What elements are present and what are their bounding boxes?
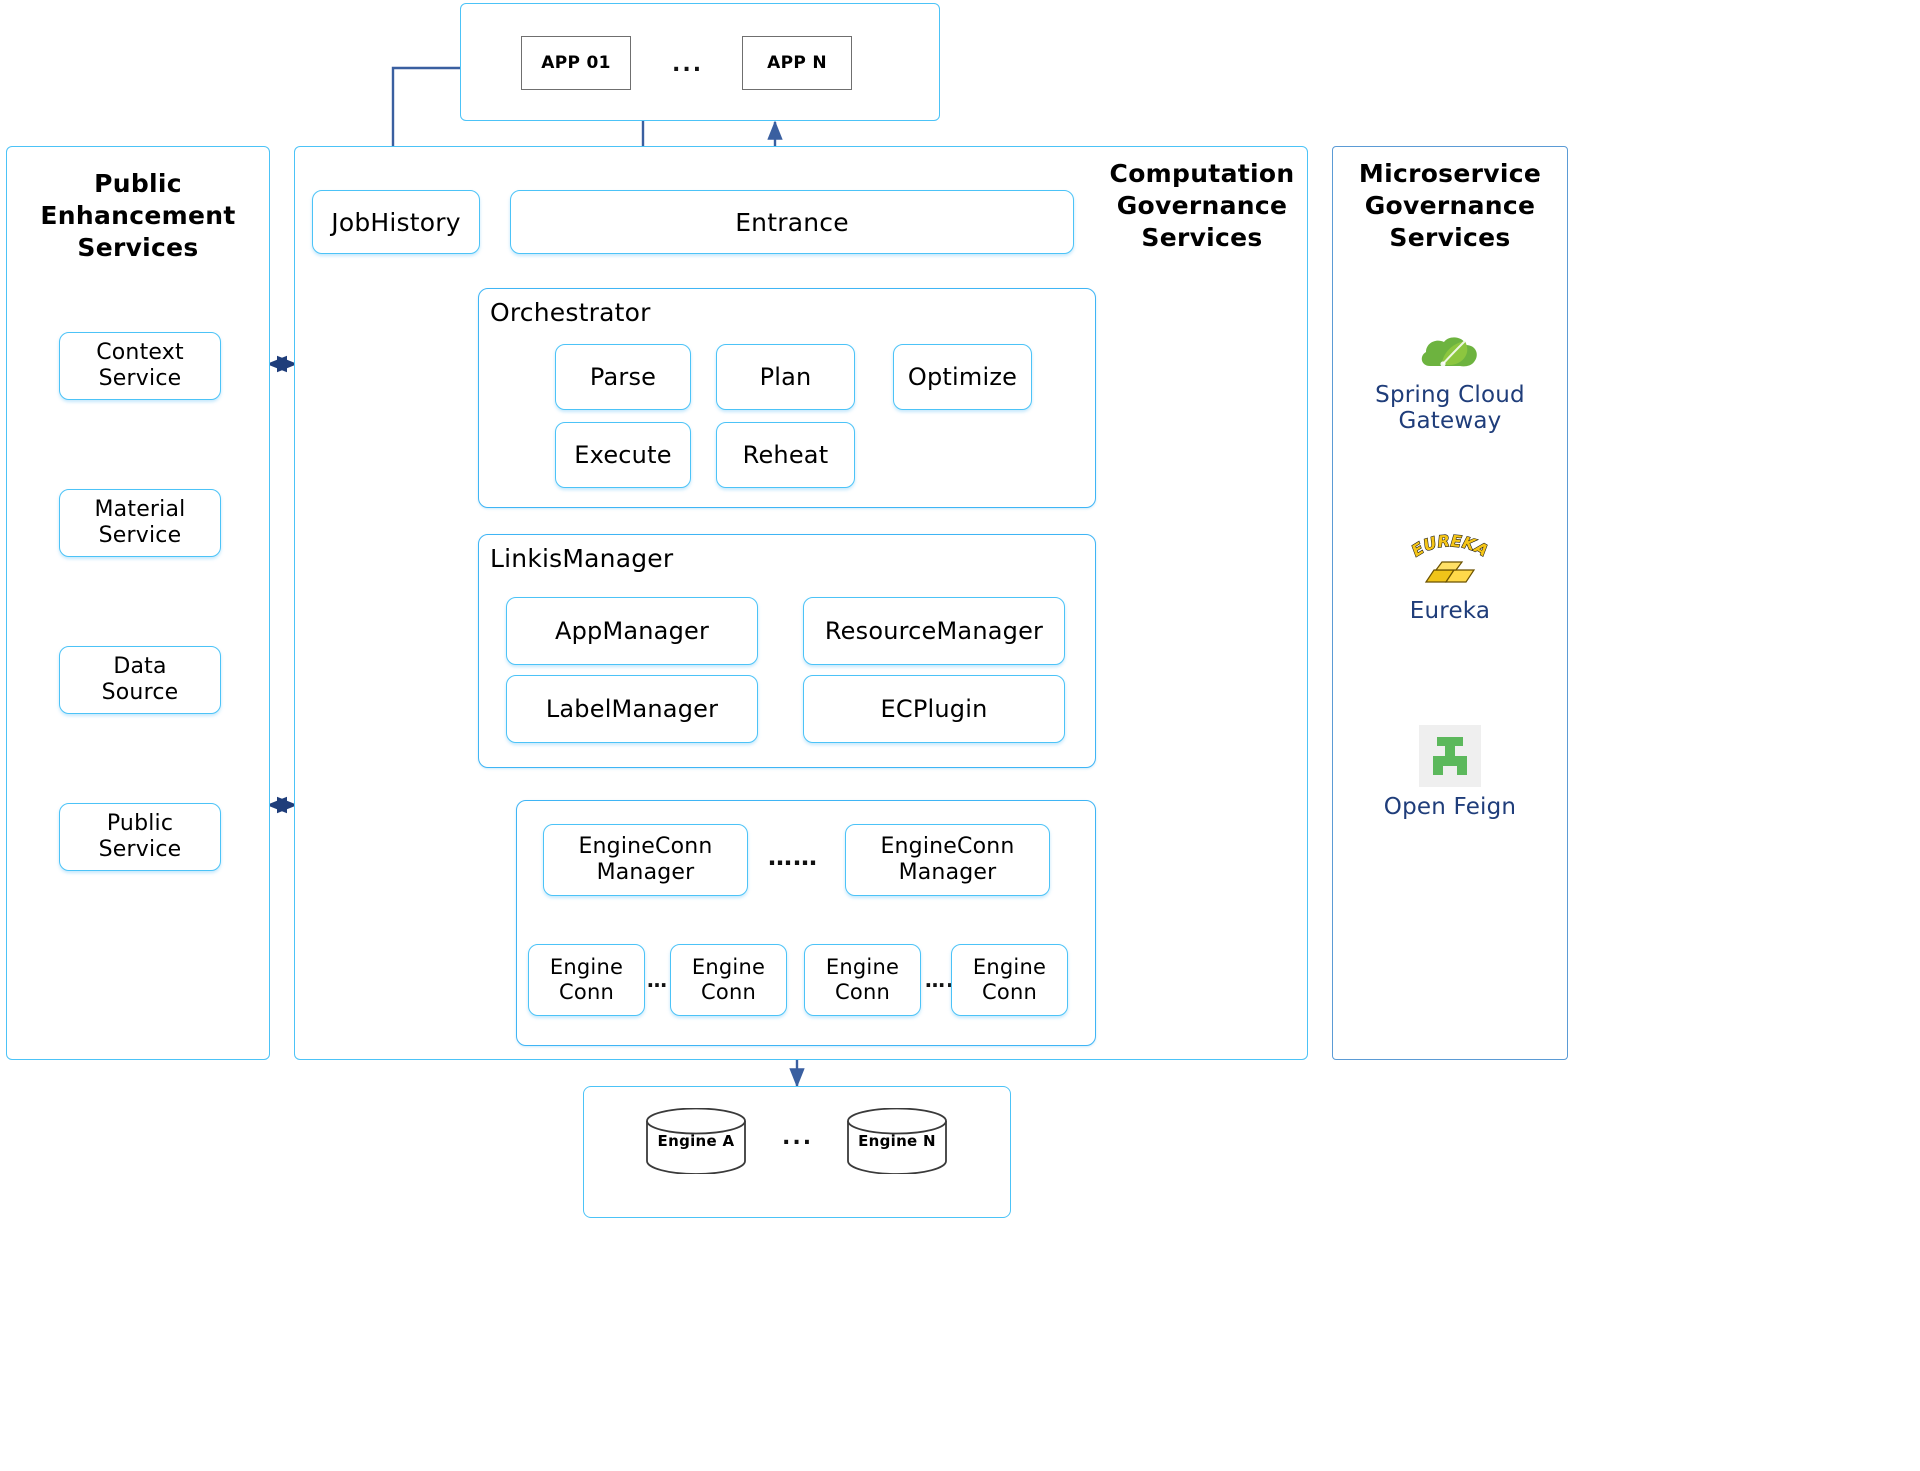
orchestrator-plan-label: Plan <box>759 363 812 391</box>
engineconn-4-node[interactable]: Engine Conn <box>951 944 1068 1016</box>
engineconn-2-node[interactable]: Engine Conn <box>670 944 787 1016</box>
app-n-label: APP N <box>767 53 827 73</box>
open-feign-icon <box>1332 722 1568 790</box>
labelmanager-node[interactable]: LabelManager <box>506 675 758 743</box>
spring-cloud-gateway-item[interactable]: Spring Cloud Gateway <box>1332 332 1568 435</box>
context-service-node[interactable]: Context Service <box>59 332 221 400</box>
labelmanager-label: LabelManager <box>545 695 719 723</box>
orchestrator-parse-node[interactable]: Parse <box>555 344 691 410</box>
engineconn-1-label: Engine Conn <box>549 954 624 1004</box>
appmanager-label: AppManager <box>554 617 710 645</box>
spring-cloud-leaf-icon <box>1332 332 1568 378</box>
material-service-node[interactable]: Material Service <box>59 489 221 557</box>
context-service-label: Context Service <box>96 339 184 391</box>
engine-a-cylinder[interactable]: Engine A <box>644 1107 748 1175</box>
linkismanager-title: LinkisManager <box>490 544 674 573</box>
eureka-gold-bars-icon: EUREKA <box>1332 530 1568 592</box>
engine-n-label: Engine N <box>858 1132 936 1150</box>
engineconn-manager-2-label: EngineConn Manager <box>880 833 1015 885</box>
apps-ellipsis: ... <box>672 52 704 77</box>
cylinder-icon <box>847 1107 947 1175</box>
orchestrator-reheat-label: Reheat <box>742 441 829 469</box>
material-service-label: Material Service <box>94 496 186 548</box>
engineconn-4-label: Engine Conn <box>972 954 1047 1004</box>
app-n-box[interactable]: APP N <box>742 36 852 90</box>
engineconn-manager-1-node[interactable]: EngineConn Manager <box>543 824 748 896</box>
engineconn-3-node[interactable]: Engine Conn <box>804 944 921 1016</box>
orchestrator-title: Orchestrator <box>490 298 651 327</box>
appmanager-node[interactable]: AppManager <box>506 597 758 665</box>
public-enhancement-services-title: Public Enhancement Services <box>40 169 236 262</box>
ecplugin-label: ECPlugin <box>880 695 988 723</box>
resourcemanager-label: ResourceManager <box>824 617 1044 645</box>
app-01-box[interactable]: APP 01 <box>521 36 631 90</box>
orchestrator-optimize-label: Optimize <box>907 363 1018 391</box>
engineconn-3-label: Engine Conn <box>825 954 900 1004</box>
eureka-label: Eureka <box>1409 598 1491 624</box>
orchestrator-execute-label: Execute <box>574 441 672 469</box>
open-feign-label: Open Feign <box>1383 794 1517 820</box>
open-feign-item[interactable]: Open Feign <box>1332 722 1568 820</box>
engineconn-manager-ellipsis: …… <box>768 843 818 871</box>
engineconn-manager-2-node[interactable]: EngineConn Manager <box>845 824 1050 896</box>
engine-a-label: Engine A <box>657 1132 735 1150</box>
orchestrator-parse-label: Parse <box>589 363 657 391</box>
engines-ellipsis: ... <box>782 1125 814 1150</box>
engineconn-2-label: Engine Conn <box>691 954 766 1004</box>
entrance-label: Entrance <box>735 207 849 237</box>
engineconn-manager-1-label: EngineConn Manager <box>578 833 713 885</box>
orchestrator-plan-node[interactable]: Plan <box>716 344 855 410</box>
jobhistory-label: JobHistory <box>331 207 461 237</box>
computation-governance-services-title: Computation Governance Services <box>1109 159 1295 252</box>
orchestrator-execute-node[interactable]: Execute <box>555 422 691 488</box>
public-enhancement-services-panel <box>6 146 270 1060</box>
app-01-label: APP 01 <box>541 53 611 73</box>
engine-n-cylinder[interactable]: Engine N <box>845 1107 949 1175</box>
ecplugin-node[interactable]: ECPlugin <box>803 675 1065 743</box>
microservice-governance-services-panel <box>1332 146 1568 1060</box>
cylinder-icon <box>646 1107 746 1175</box>
public-service-node[interactable]: Public Service <box>59 803 221 871</box>
eureka-icon-text: EUREKA <box>1408 531 1493 561</box>
data-source-label: Data Source <box>101 653 179 705</box>
spring-cloud-gateway-label: Spring Cloud Gateway <box>1375 382 1525 435</box>
entrance-node[interactable]: Entrance <box>510 190 1074 254</box>
public-service-label: Public Service <box>98 810 182 862</box>
orchestrator-reheat-node[interactable]: Reheat <box>716 422 855 488</box>
microservice-governance-services-title: Microservice Governance Services <box>1358 159 1542 252</box>
eureka-item[interactable]: EUREKA Eureka <box>1332 530 1568 624</box>
orchestrator-optimize-node[interactable]: Optimize <box>893 344 1032 410</box>
engineconn-1-node[interactable]: Engine Conn <box>528 944 645 1016</box>
svg-text:EUREKA: EUREKA <box>1408 531 1492 560</box>
resourcemanager-node[interactable]: ResourceManager <box>803 597 1065 665</box>
data-source-node[interactable]: Data Source <box>59 646 221 714</box>
jobhistory-node[interactable]: JobHistory <box>312 190 480 254</box>
